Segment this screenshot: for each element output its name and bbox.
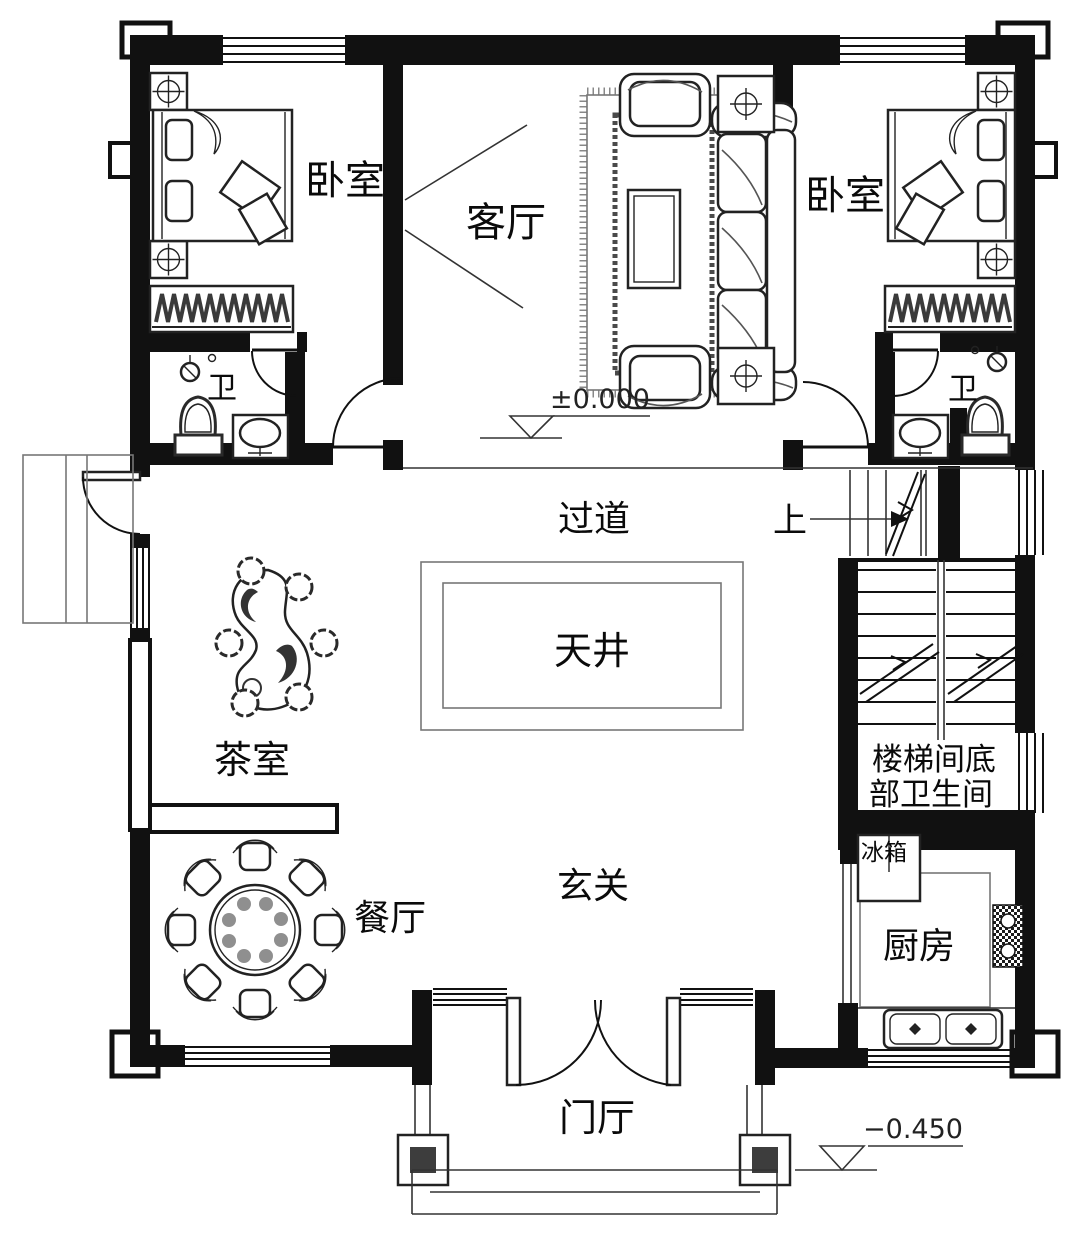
bed-icon: [151, 108, 294, 247]
shower-head-icon: [970, 345, 1008, 373]
window-kitchen: [868, 1049, 1010, 1068]
window-bedroom-left: [223, 37, 345, 63]
door-terrace: [81, 470, 142, 535]
shower-head-icon: [179, 353, 217, 383]
label-entry-hall: 玄关: [557, 866, 629, 907]
up-arrow-icon: [810, 511, 909, 527]
terrace-platform: [22, 454, 134, 624]
label-dining-room: 餐厅: [354, 898, 426, 939]
tea-table-icon: [231, 568, 311, 711]
doors-layer: [81, 348, 1033, 1087]
armchair-icon: [618, 344, 712, 410]
bath-left-fixtures: [173, 353, 290, 460]
window-bedroom-right: [840, 37, 965, 63]
wall-tea-dining-divider: [148, 803, 339, 834]
porch-column-left: [396, 1133, 450, 1187]
window-dining: [185, 1046, 330, 1067]
coffee-table-icon: [626, 188, 682, 290]
labels-layer: 卧室 客厅 卧室 卫 卫 过道 上 天井 茶室 楼梯间底 部卫生间 冰箱 餐厅 …: [207, 158, 996, 1140]
elevation-entrance-value: −0.450: [863, 1114, 963, 1145]
tea-room-furniture: [214, 556, 339, 718]
label-stair-bath-2: 部卫生间: [869, 777, 993, 813]
toilet-icon: [173, 395, 224, 457]
porch-column-right: [738, 1133, 792, 1187]
walls-layer: [108, 20, 1061, 1085]
hollow-walls-layer: [128, 638, 339, 834]
side-table-icon: [716, 346, 776, 406]
window-stair-lower: [1018, 733, 1044, 813]
label-fridge: 冰箱: [861, 840, 907, 866]
windows-layer: [130, 37, 1044, 1068]
elevation-marker-ground: ±0.000: [480, 384, 650, 440]
label-kitchen: 厨房: [883, 926, 955, 967]
bedroom-right-furniture: [883, 71, 1017, 334]
label-skywell: 天井: [554, 629, 630, 673]
wardrobe-icon: [148, 284, 295, 334]
dining-table-icon: [208, 883, 302, 977]
label-stair-bath-1: 楼梯间底: [872, 742, 996, 778]
label-corridor: 过道: [558, 499, 630, 540]
tea-stools-icon: [214, 556, 339, 718]
tv-projection-lines: [404, 124, 528, 309]
living-room-furniture: [404, 72, 798, 410]
double-sink-icon: [858, 1007, 1015, 1050]
bedroom-left-furniture: [148, 71, 295, 334]
fridge-icon: [856, 833, 922, 903]
label-tea-room: 茶室: [214, 738, 290, 782]
wall-left-hollow: [128, 638, 152, 832]
label-bedroom-right: 卧室: [805, 173, 885, 219]
toilet-icon: [960, 395, 1011, 457]
stairs-icon: [849, 470, 1024, 740]
window-porch-left: [433, 988, 507, 1006]
side-table-icon: [716, 74, 776, 134]
kitchen-furniture: [856, 833, 1024, 1050]
elevation-marker-entrance: −0.450: [795, 1114, 963, 1172]
bed-icon: [886, 108, 1017, 247]
window-porch-right: [680, 988, 753, 1006]
sink-icon: [231, 413, 290, 460]
window-stair-upper: [1018, 470, 1044, 555]
dining-furniture: [163, 838, 347, 1022]
label-bath-right: 卫: [948, 372, 978, 407]
label-foyer: 门厅: [559, 1096, 635, 1140]
door-bath-right: [892, 348, 939, 397]
sink-icon: [891, 413, 950, 460]
door-bedroom-left: [332, 377, 403, 449]
stove-icon: [992, 904, 1024, 968]
opening-kitchen: [842, 864, 852, 1003]
elevation-ground-value: ±0.000: [550, 384, 650, 415]
entrance-steps: [411, 1169, 778, 1215]
door-entrance-double: [505, 996, 682, 1087]
label-bedroom-left: 卧室: [305, 158, 385, 204]
door-bedroom-right: [802, 381, 869, 449]
window-tea-room: [130, 548, 150, 628]
label-living-room: 客厅: [466, 200, 546, 246]
label-up: 上: [773, 501, 807, 541]
stair-treads-left: [858, 569, 936, 725]
kitchen-floor-outline: [859, 872, 991, 1008]
pier-right-mid: [1030, 141, 1058, 179]
porch-structure: [396, 1085, 792, 1215]
skywell-outline: [420, 561, 744, 731]
stair-treads-right: [946, 569, 1015, 725]
door-bath-left: [251, 348, 298, 397]
wardrobe-icon: [883, 284, 1017, 334]
label-bath-left: 卫: [207, 371, 237, 406]
armchair-icon: [618, 72, 712, 138]
bath-right-fixtures: [891, 345, 1011, 460]
